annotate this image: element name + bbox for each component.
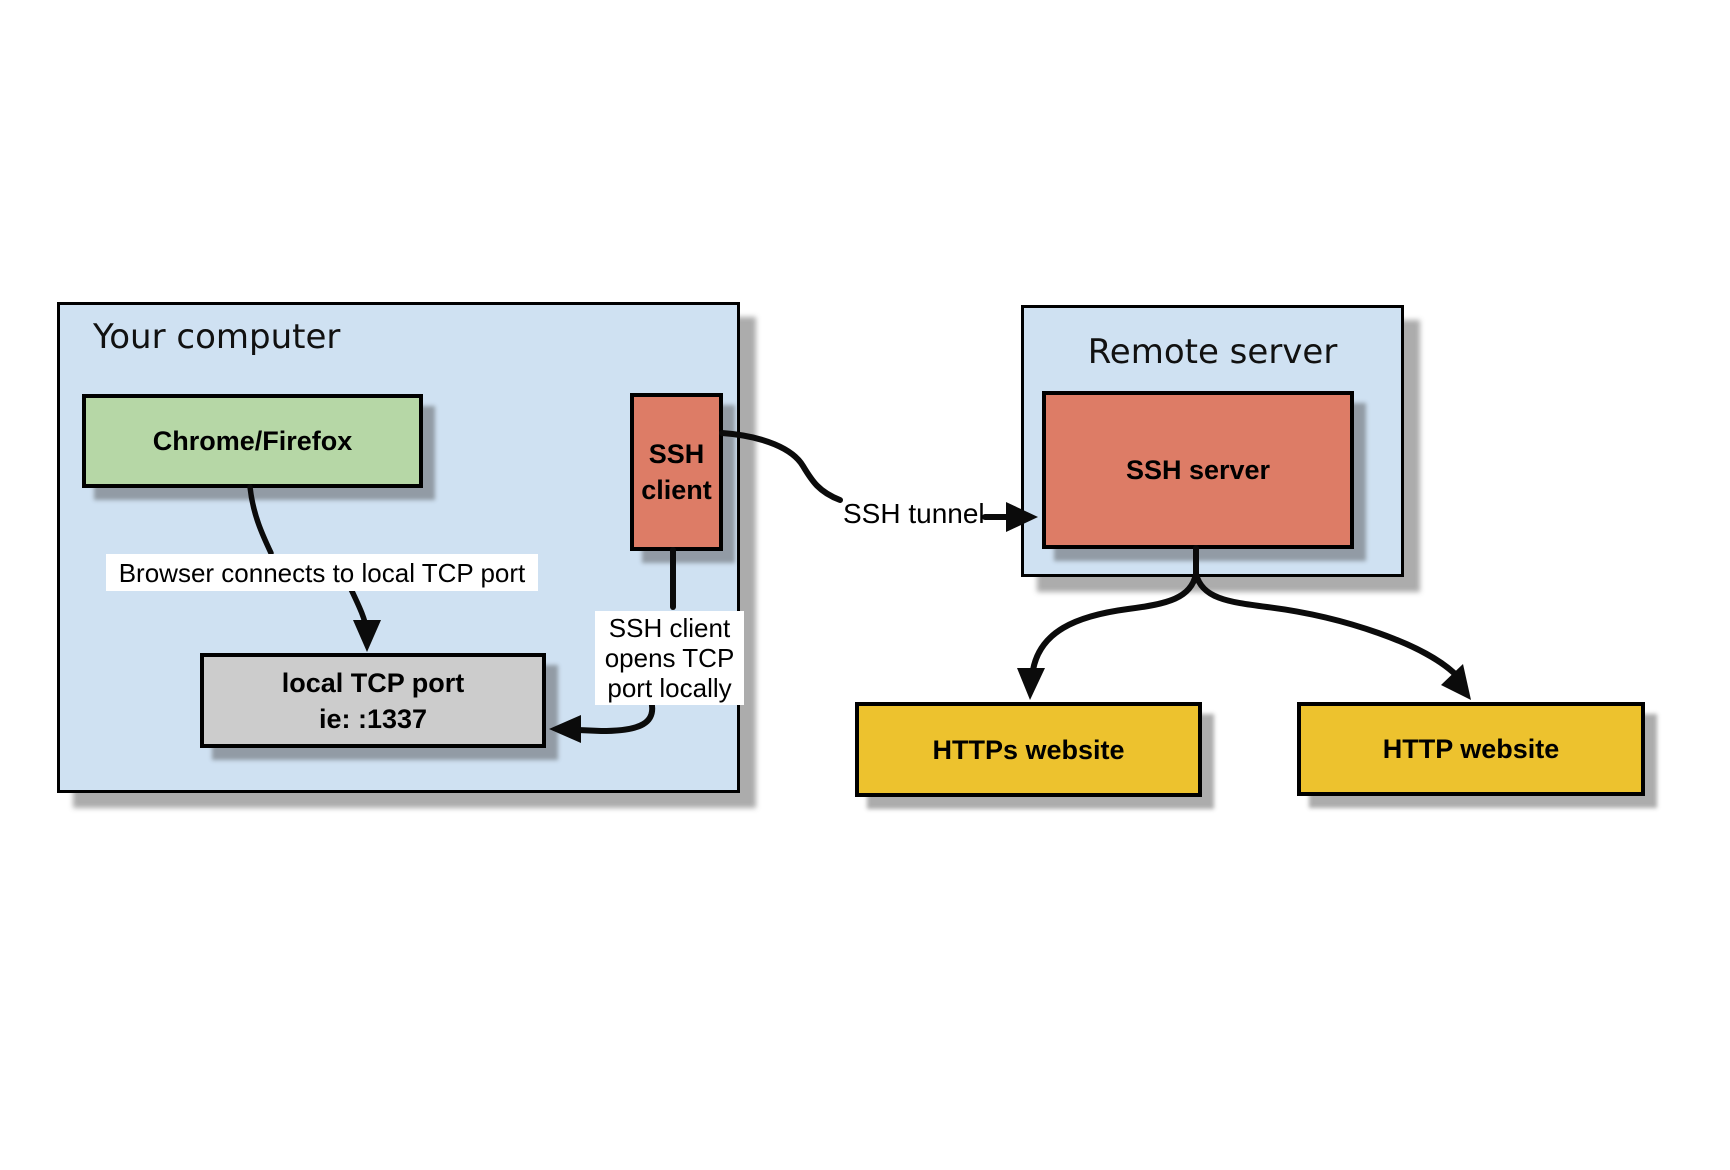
local-tcp-port-value: ie: :1337 xyxy=(318,703,428,734)
local-tcp-port-box: local TCP port ie: :1337 xyxy=(200,653,546,748)
http-website-box: HTTP website xyxy=(1297,702,1645,796)
remote-server-container: Remote server SSH server xyxy=(1021,305,1404,577)
browser-box: Chrome/Firefox xyxy=(82,394,423,488)
ssh-client-label-line2: client xyxy=(641,475,712,505)
your-computer-title: Your computer xyxy=(93,317,341,357)
ssh-client-box: SSH client xyxy=(630,393,723,551)
ssh-client-label-line1: SSH xyxy=(648,439,705,469)
https-website-box: HTTPs website xyxy=(855,702,1202,797)
remote-server-title: Remote server xyxy=(1087,332,1338,372)
local-tcp-port-label: local TCP port xyxy=(281,667,465,698)
ssh-server-box: SSH server xyxy=(1042,391,1354,549)
ssh-note-line1: SSH client xyxy=(608,613,731,643)
your-computer-container: Your computer Chrome/Firefox local TCP p… xyxy=(57,302,744,793)
browser-note: Browser connects to local TCP port xyxy=(106,554,538,591)
ssh-client-note: SSH client opens TCP port locally xyxy=(595,611,744,705)
https-website-label: HTTPs website xyxy=(932,734,1125,765)
ssh-note-line2: opens TCP xyxy=(604,643,735,673)
browser-box-label: Chrome/Firefox xyxy=(152,426,353,456)
ssh-server-label: SSH server xyxy=(1125,455,1271,485)
http-website-label: HTTP website xyxy=(1382,734,1560,764)
ssh-tunnel-label: SSH tunnel xyxy=(843,498,985,529)
ssh-note-line3: port locally xyxy=(607,673,732,703)
